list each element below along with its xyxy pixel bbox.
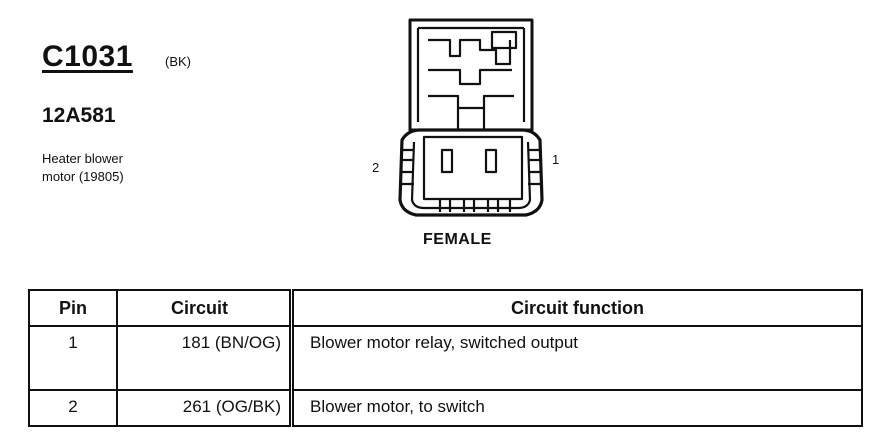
terminal-pin-2: [440, 148, 454, 174]
housing-top: [408, 18, 534, 132]
latch-detail-1: [428, 38, 512, 66]
table-row: 1 181 (BN/OG) Blower motor relay, switch…: [28, 325, 863, 391]
row-pin: 1: [28, 325, 118, 391]
latch-detail-3: [428, 94, 514, 110]
row-function: Blower motor relay, switched output: [290, 325, 863, 391]
row-circuit: 261 (OG/BK): [116, 389, 294, 427]
pin-table: Pin Circuit Circuit function 1 181 (BN/O…: [28, 289, 863, 427]
ribs-right: [528, 148, 540, 186]
connector-face-diagram: [398, 18, 544, 217]
connector-color-code: (BK): [165, 54, 191, 69]
header-pin: Pin: [28, 289, 118, 327]
connector-body-inner: [410, 141, 532, 210]
pin-label-right: 1: [552, 152, 560, 167]
latch-detail-2: [428, 68, 512, 86]
row-pin: 2: [28, 389, 118, 427]
connector-gender: FEMALE: [423, 231, 492, 248]
table-row: 2 261 (OG/BK) Blower motor, to switch: [28, 389, 863, 427]
header-circuit: Circuit: [116, 289, 294, 327]
connector-description: Heater blower motor (19805): [42, 150, 172, 186]
terminal-pin-1: [484, 148, 498, 174]
description-line-1: Heater blower: [42, 151, 123, 166]
pin-label-left: 2: [372, 160, 380, 175]
connector-id: C1031: [42, 40, 133, 73]
latch-block: [490, 30, 518, 50]
table-header-row: Pin Circuit Circuit function: [28, 289, 863, 327]
row-circuit: 181 (BN/OG): [116, 325, 294, 391]
header-function: Circuit function: [290, 289, 863, 327]
connector-body: [398, 128, 544, 217]
row-function: Blower motor, to switch: [290, 389, 863, 427]
ribs-bottom: [438, 199, 512, 212]
latch-inner-lines: [416, 26, 526, 122]
description-line-2: motor (19805): [42, 169, 124, 184]
latch-tab: [456, 108, 486, 130]
ribs-left: [402, 148, 414, 186]
part-number: 12A581: [42, 104, 116, 127]
terminal-window: [422, 135, 524, 201]
